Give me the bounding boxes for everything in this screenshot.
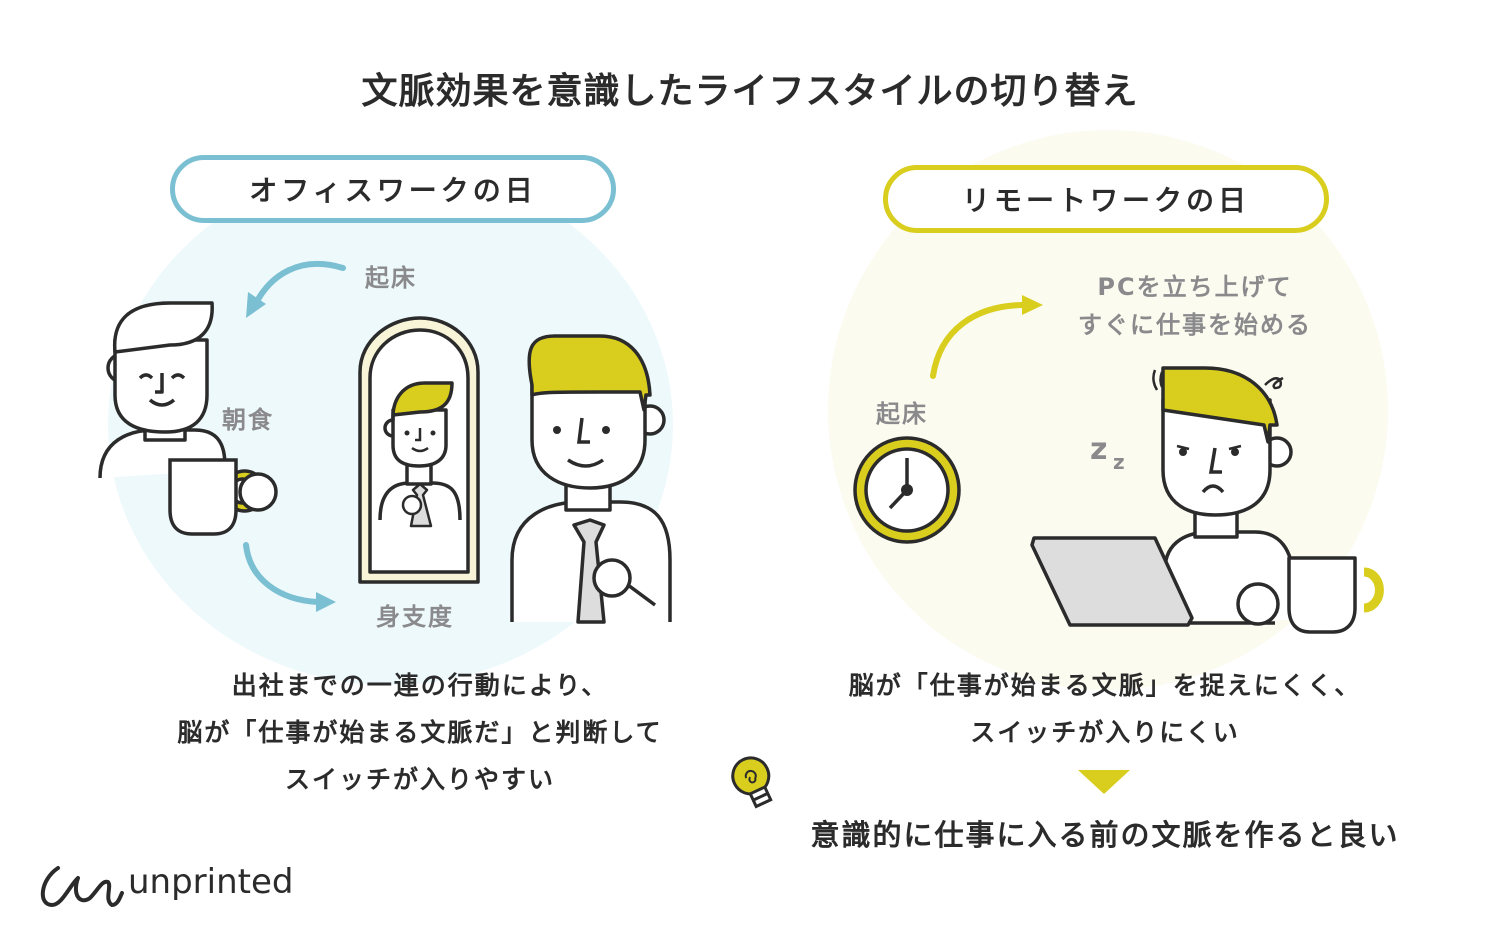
office-description-line: 出社までの一連の行動により、: [231, 671, 609, 700]
remote-step-start: PCを立ち上げて すぐに仕事を始める: [1060, 268, 1330, 344]
remote-description-line: 脳が「仕事が始まる文脈」を捉えにくく、: [848, 671, 1362, 700]
office-step-getready: 身支度: [376, 603, 454, 631]
office-step-wake: 起床: [365, 264, 417, 292]
logo-wordmark: unprinted: [128, 862, 294, 902]
conclusion-text: 意識的に仕事に入る前の文脈を作ると良い: [810, 818, 1400, 852]
page-title: 文脈効果を意識したライフスタイルの切り替え: [361, 71, 1139, 112]
sleepy-z-small: z: [1113, 450, 1125, 474]
sleepy-z-big: z: [1090, 432, 1108, 467]
office-description-line: 脳が「仕事が始まる文脈だ」と判断して: [177, 718, 663, 747]
remote-day-label: リモートワークの日: [883, 165, 1329, 233]
office-description: 出社までの一連の行動により、 脳が「仕事が始まる文脈だ」と判断して スイッチが入…: [110, 662, 730, 803]
remote-description-line: スイッチが入りにくい: [970, 718, 1240, 747]
remote-day-label-text: リモートワークの日: [961, 184, 1250, 217]
office-day-label: オフィスワークの日: [170, 155, 616, 223]
remote-step-start-line1: PCを立ち上げて: [1097, 273, 1293, 301]
remote-step-start-line2: すぐに仕事を始める: [1078, 311, 1312, 339]
office-day-label-text: オフィスワークの日: [249, 174, 537, 207]
remote-description: 脳が「仕事が始まる文脈」を捉えにくく、 スイッチが入りにくい: [790, 662, 1420, 756]
office-step-breakfast: 朝食: [222, 406, 274, 434]
remote-step-wake: 起床: [876, 400, 928, 428]
office-description-line: スイッチが入りやすい: [284, 765, 555, 794]
